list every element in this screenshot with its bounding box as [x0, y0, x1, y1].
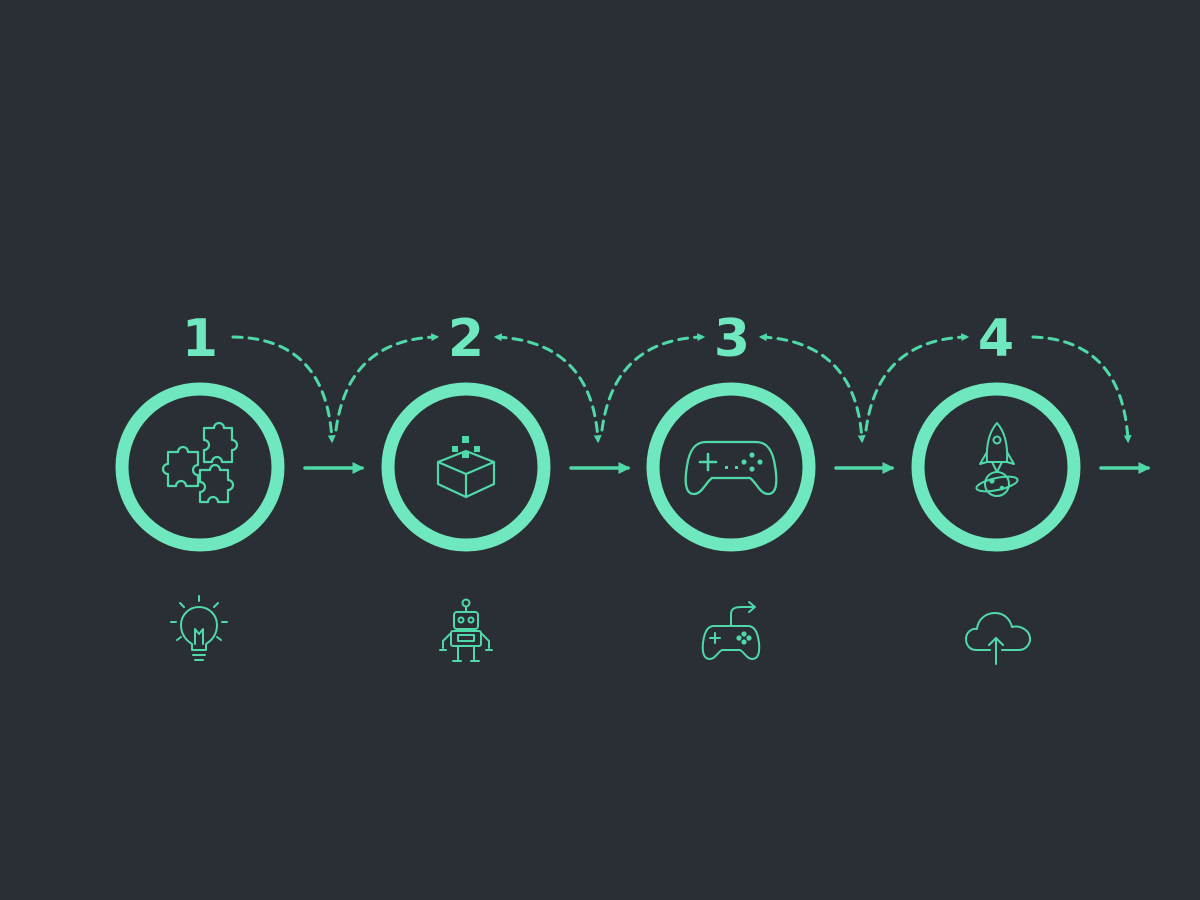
gamepad-icon: [684, 440, 778, 496]
dashed-connector-3-4-right: [758, 333, 866, 444]
pixel-box-icon: [436, 436, 496, 499]
cloud-upload-icon: [965, 612, 1031, 665]
step-circle-1: [115, 382, 285, 552]
step-number-3: 3: [713, 309, 751, 369]
puzzle-pieces-icon: [161, 421, 239, 504]
step-circle-4: [911, 382, 1081, 552]
robot-icon: [439, 598, 493, 662]
dashed-connector-2-3-up: [600, 333, 706, 432]
lightbulb-icon: [170, 595, 228, 661]
dashed-connector-1-2-up: [334, 333, 440, 432]
dashed-connector-4-out: [1031, 335, 1132, 444]
step-number-4: 4: [977, 309, 1015, 369]
step-circle-2: [381, 382, 551, 552]
dashed-connector-2-3-right: [493, 333, 602, 444]
rocket-planet-icon: [975, 422, 1019, 497]
gamepad-share-icon: [701, 601, 761, 660]
dashed-connector-3-4-up: [864, 333, 970, 432]
step-number-2: 2: [447, 309, 485, 369]
dashed-connector-1-2-down: [231, 335, 336, 444]
step-number-1: 1: [181, 309, 219, 369]
step-circle-3: [646, 382, 816, 552]
